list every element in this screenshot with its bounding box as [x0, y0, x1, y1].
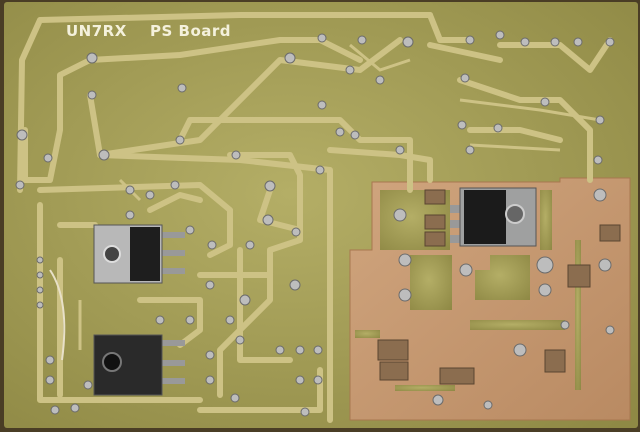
- silkscreen-callsign: UN7RX: [66, 22, 127, 40]
- smd-components: [377, 189, 621, 385]
- solder-pads: [15, 30, 615, 417]
- thin-traces: [78, 43, 601, 350]
- transistor-to247: [450, 187, 537, 247]
- silkscreen-board-name: PS Board: [150, 22, 232, 40]
- traces: [17, 12, 613, 423]
- transistor-to220-lower: [93, 334, 185, 396]
- transistor-to220-upper: [93, 224, 185, 284]
- jumper-wire: [49, 269, 66, 361]
